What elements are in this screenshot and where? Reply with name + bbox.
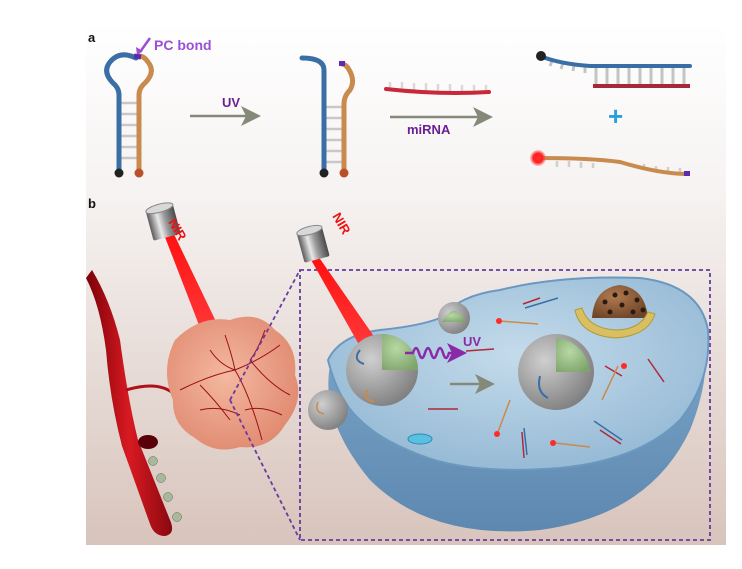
mirna-fragment bbox=[647, 358, 665, 383]
nucleus-organelle bbox=[574, 285, 656, 339]
released-strand-small bbox=[499, 320, 539, 325]
nanoparticle-large-right bbox=[518, 334, 594, 410]
nanoparticle-small-left bbox=[308, 390, 348, 430]
released-strand bbox=[530, 150, 690, 176]
uv-step-label: UV bbox=[222, 95, 240, 110]
fluorophore-dot bbox=[621, 363, 627, 369]
nanoparticle-in-vessel bbox=[172, 512, 182, 522]
laser-head-left-icon bbox=[145, 202, 181, 241]
released-pc-end bbox=[684, 171, 690, 176]
hairpin-blue-strand bbox=[104, 52, 139, 175]
released-bases bbox=[555, 161, 682, 173]
particle-probe bbox=[538, 375, 549, 399]
quencher-dot bbox=[114, 168, 124, 178]
panel-a-label: a bbox=[88, 30, 96, 45]
hairpin-orange-strand bbox=[136, 53, 154, 175]
uv-emission-label: UV bbox=[463, 334, 481, 349]
nuclear-pores bbox=[602, 290, 646, 315]
cleaved-quencher-dot bbox=[319, 168, 329, 178]
tumor bbox=[166, 316, 299, 450]
released-orange-strand bbox=[538, 156, 690, 176]
nanoparticle-in-vessel bbox=[156, 473, 166, 483]
duplex-quencher-dot bbox=[536, 51, 546, 61]
vessel-opening bbox=[138, 435, 158, 449]
particle-probe bbox=[316, 401, 325, 415]
fluorophore-dot bbox=[134, 168, 144, 178]
duplex-small bbox=[524, 297, 559, 309]
mitochondrion bbox=[407, 433, 433, 445]
nir-beam-left bbox=[163, 230, 222, 338]
mirna-bases bbox=[388, 82, 488, 91]
duplex-small bbox=[593, 420, 623, 441]
mirna-step-label: miRNA bbox=[407, 122, 451, 137]
duplex-product bbox=[536, 51, 692, 88]
nanoparticle-large-left bbox=[346, 334, 418, 406]
mirna-fragment bbox=[465, 348, 495, 352]
particle-probe bbox=[364, 389, 375, 403]
cleaved-base-pairs bbox=[326, 105, 342, 164]
hairpin-base-pairs bbox=[120, 101, 138, 160]
nir-laser-left: NIR bbox=[145, 202, 222, 338]
tumor-mass bbox=[166, 316, 299, 450]
cleaved-fluorophore-dot bbox=[339, 168, 349, 178]
particle-core bbox=[556, 338, 590, 372]
panel-a: a PC bond UV bbox=[86, 22, 726, 190]
nanoparticle-in-vessel bbox=[163, 492, 173, 502]
released-strand-small bbox=[497, 399, 511, 433]
duplex-small bbox=[604, 365, 623, 377]
pc-bond-pointer-head bbox=[136, 47, 143, 55]
particle-core bbox=[442, 311, 466, 322]
duplex-small bbox=[523, 427, 528, 456]
uv-step-arrow: UV bbox=[190, 95, 261, 126]
scattered-strands bbox=[428, 297, 665, 459]
nanoparticle-in-vessel bbox=[148, 456, 158, 466]
duplex-small bbox=[599, 429, 622, 445]
pc-bond-pointer-arrow bbox=[138, 37, 152, 53]
pc-bond-label: PC bond bbox=[154, 37, 212, 53]
uv-wave-icon bbox=[405, 343, 467, 363]
panel-b: b NIR bbox=[86, 190, 726, 545]
panel-b-label: b bbox=[88, 196, 96, 211]
nir-beam-right bbox=[310, 256, 380, 350]
particle-shell bbox=[308, 390, 348, 430]
mirna-backbone bbox=[384, 87, 491, 95]
nanoparticle-small-top bbox=[438, 302, 470, 334]
released-strand-small bbox=[601, 365, 619, 401]
hairpin-probe bbox=[104, 52, 154, 178]
zoom-connector-lines bbox=[229, 269, 711, 541]
fluorophore-dot bbox=[550, 440, 556, 446]
particle-probe bbox=[355, 349, 365, 365]
cleaved-pc-end bbox=[339, 61, 345, 66]
plus-sign: + bbox=[608, 101, 623, 131]
zoom-inset-box bbox=[299, 269, 711, 541]
pc-bond-annotation: PC bond bbox=[136, 37, 212, 55]
released-fluorophore-glow bbox=[530, 150, 546, 166]
golgi-apparatus bbox=[574, 307, 656, 339]
uv-emission: UV bbox=[405, 334, 481, 363]
fluorophore-dot bbox=[496, 318, 502, 324]
mirna-step-arrow: miRNA bbox=[390, 107, 493, 137]
mirna-strand bbox=[384, 82, 491, 95]
released-strand-small bbox=[554, 442, 591, 448]
cleaved-blue-strand bbox=[299, 55, 327, 175]
pc-bond-segment bbox=[133, 53, 142, 60]
vessel-tube bbox=[86, 270, 173, 536]
duplex-small bbox=[522, 297, 541, 305]
fluorophore-dot bbox=[494, 431, 500, 437]
laser-head-right-icon bbox=[296, 224, 330, 263]
cleaved-probe bbox=[299, 55, 356, 178]
duplex-small bbox=[521, 431, 525, 459]
particle-core bbox=[382, 334, 418, 370]
cleaved-orange-strand bbox=[339, 61, 356, 175]
